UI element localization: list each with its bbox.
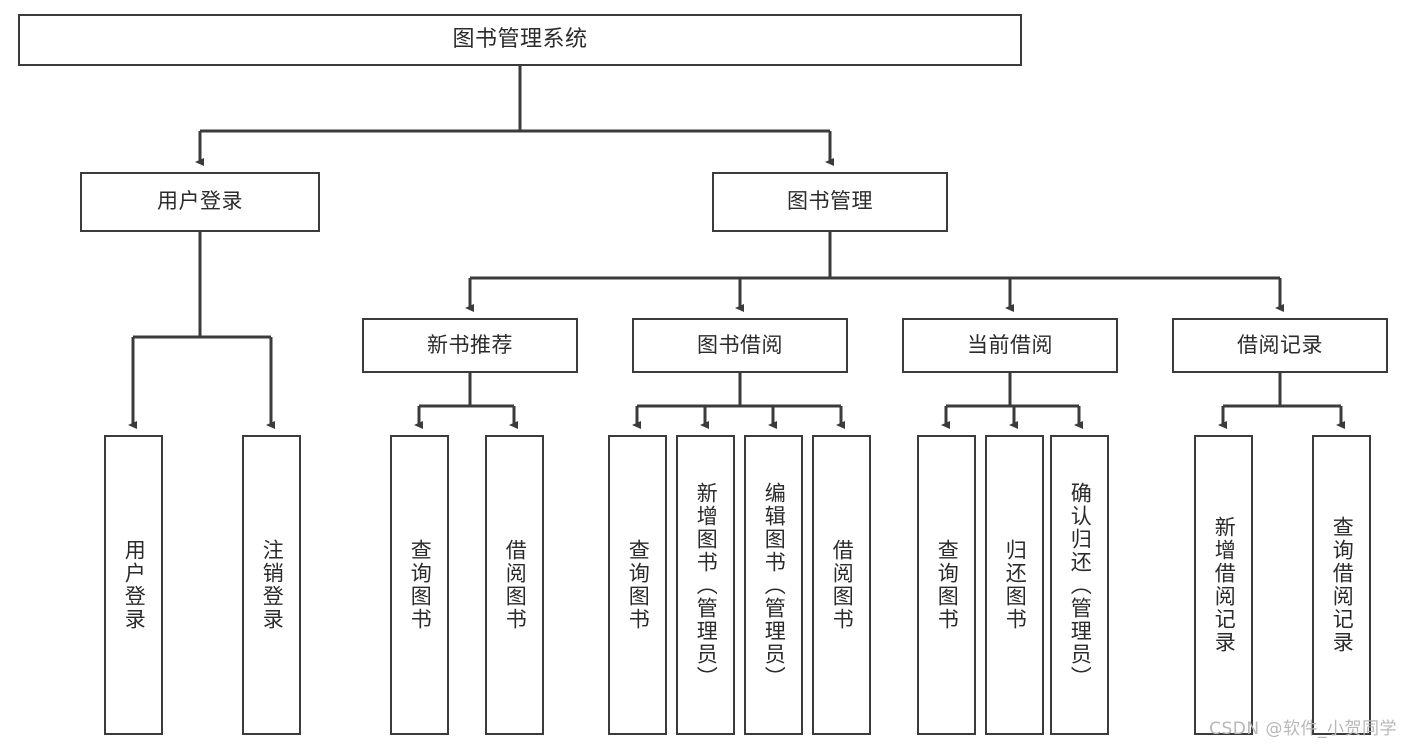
node-leaf-confirm-return-label: 确认归还（管理员） (1068, 481, 1093, 689)
node-leaf-query-book-3[interactable]: 查询图书 (917, 435, 976, 735)
node-leaf-query-book-1-label: 查询图书 (408, 539, 433, 631)
node-leaf-query-record[interactable]: 查询借阅记录 (1312, 435, 1371, 735)
node-leaf-confirm-return[interactable]: 确认归还（管理员） (1050, 435, 1109, 735)
node-leaf-query-book-2-label: 查询图书 (626, 539, 651, 631)
node-leaf-add-book[interactable]: 新增图书（管理员） (676, 435, 735, 735)
node-leaf-add-record-label: 新增借阅记录 (1212, 516, 1237, 654)
node-root-label: 图书管理系统 (452, 26, 588, 52)
node-leaf-return-book-label: 归还图书 (1003, 539, 1028, 631)
node-leaf-return-book[interactable]: 归还图书 (985, 435, 1044, 735)
node-leaf-query-book-1[interactable]: 查询图书 (390, 435, 449, 735)
node-leaf-edit-book[interactable]: 编辑图书（管理员） (744, 435, 803, 735)
node-leaf-query-book-3-label: 查询图书 (935, 539, 960, 631)
node-leaf-user-login[interactable]: 用户登录 (104, 435, 163, 735)
node-new-book-recommend[interactable]: 新书推荐 (362, 318, 578, 373)
node-new-book-recommend-label: 新书推荐 (427, 332, 513, 357)
node-leaf-add-book-label: 新增图书（管理员） (694, 481, 719, 689)
node-leaf-borrow-book-1-label: 借阅图书 (503, 539, 528, 631)
node-leaf-query-book-2[interactable]: 查询图书 (608, 435, 667, 735)
node-leaf-edit-book-label: 编辑图书（管理员） (762, 481, 787, 689)
node-user-login-label: 用户登录 (157, 189, 243, 214)
node-book-manage[interactable]: 图书管理 (712, 172, 948, 232)
node-root[interactable]: 图书管理系统 (18, 14, 1022, 66)
node-leaf-user-login-label: 用户登录 (122, 539, 147, 631)
node-borrow-record[interactable]: 借阅记录 (1172, 318, 1388, 373)
node-leaf-logout[interactable]: 注销登录 (242, 435, 301, 735)
node-leaf-borrow-book-2[interactable]: 借阅图书 (812, 435, 871, 735)
node-user-login[interactable]: 用户登录 (80, 172, 320, 232)
node-leaf-add-record[interactable]: 新增借阅记录 (1194, 435, 1253, 735)
node-borrow-record-label: 借阅记录 (1237, 332, 1323, 357)
watermark-text: CSDN @软件_小贺同学 (1209, 719, 1397, 739)
node-book-borrow-label: 图书借阅 (697, 332, 783, 357)
node-leaf-borrow-book-2-label: 借阅图书 (830, 539, 855, 631)
node-leaf-logout-label: 注销登录 (260, 539, 285, 631)
node-leaf-query-record-label: 查询借阅记录 (1330, 516, 1355, 654)
node-book-manage-label: 图书管理 (787, 189, 873, 214)
node-current-borrow-label: 当前借阅 (967, 332, 1053, 357)
node-leaf-borrow-book-1[interactable]: 借阅图书 (485, 435, 544, 735)
node-book-borrow[interactable]: 图书借阅 (632, 318, 848, 373)
node-current-borrow[interactable]: 当前借阅 (902, 318, 1118, 373)
